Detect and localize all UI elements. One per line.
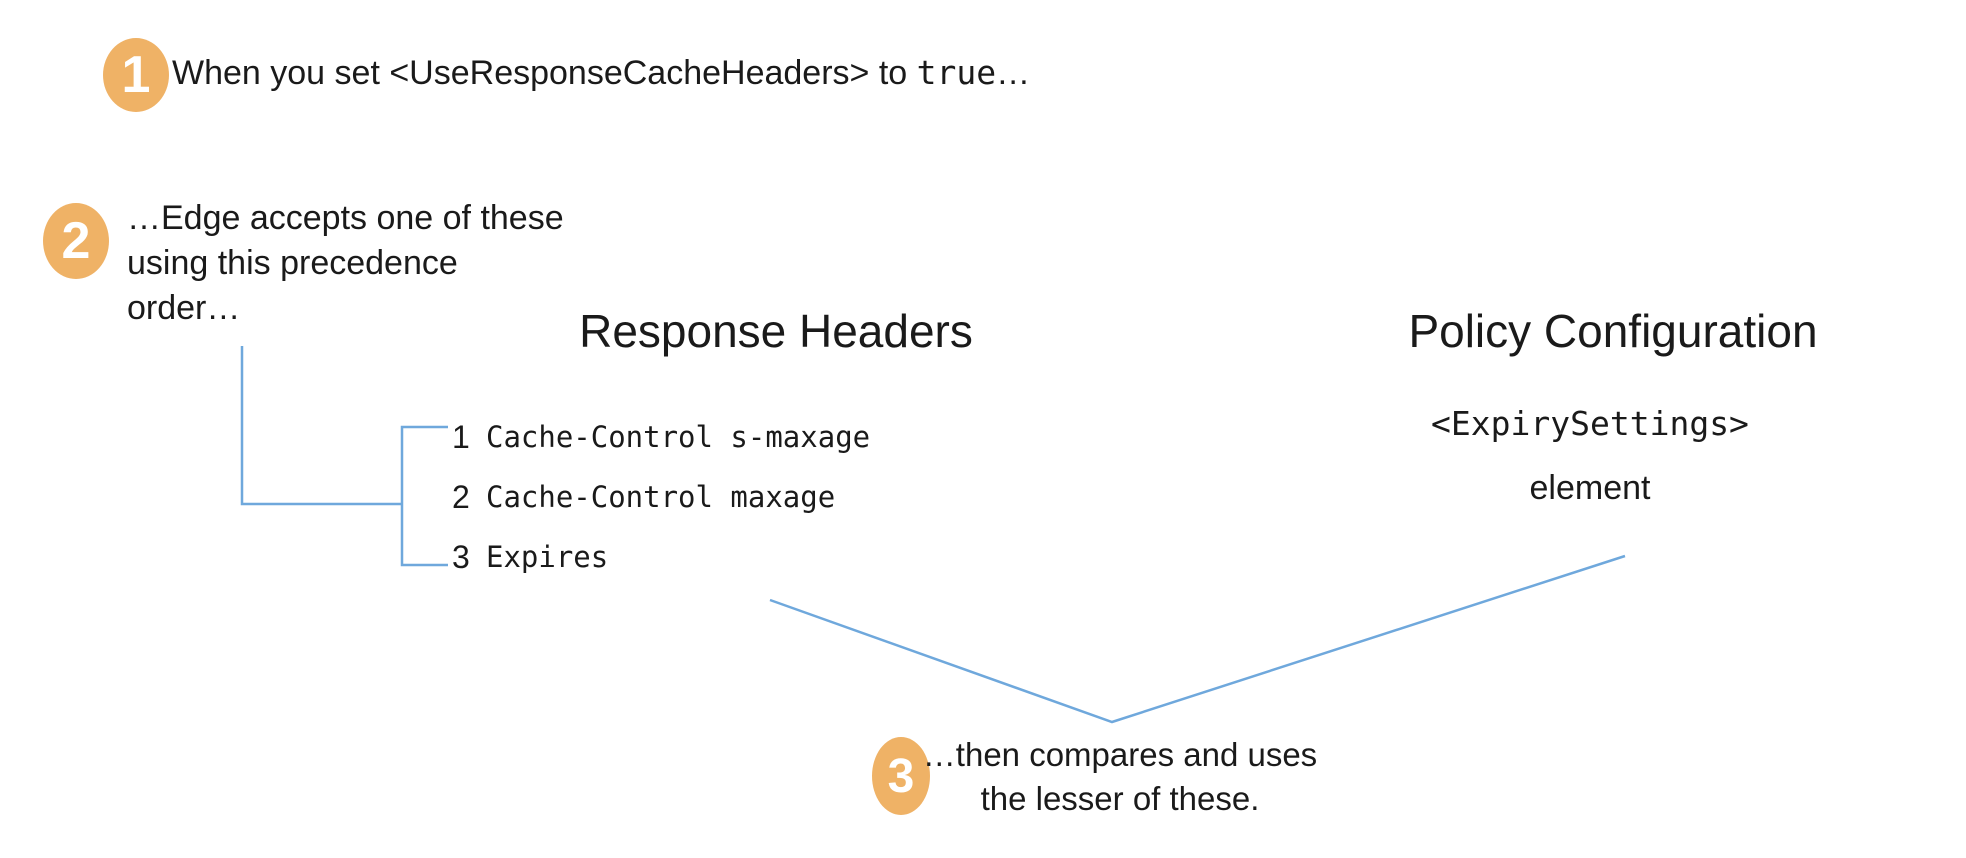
list-item-value: Cache-Control s-maxage — [486, 420, 871, 454]
list-item-value: Cache-Control maxage — [486, 480, 836, 514]
step-1-code: true — [916, 53, 997, 92]
step-1-text-before: When you set <UseResponseCacheHeaders> t… — [172, 54, 917, 92]
list-item: 1 Cache-Control s-maxage — [452, 415, 870, 459]
step-3-number: 3 — [887, 749, 915, 803]
policy-configuration-title: Policy Configuration — [1408, 305, 1818, 357]
step-2-line-1: …Edge accepts one of these — [127, 199, 564, 237]
step-1-badge: 1 — [103, 38, 169, 112]
step-1-number: 1 — [121, 46, 151, 104]
response-headers-title: Response Headers — [579, 305, 973, 357]
step-1-text-after: … — [996, 54, 1031, 92]
convergence-v-line — [769, 554, 1626, 724]
step-2-badge: 2 — [43, 203, 109, 279]
expiry-settings-caption: element — [1529, 469, 1651, 507]
step-2-line-2: using this precedence — [127, 244, 458, 282]
list-item-rank: 3 — [452, 538, 470, 575]
step-3-badge: 3 — [872, 737, 930, 815]
list-item-value: Expires — [486, 540, 609, 574]
precedence-connector-line — [240, 346, 402, 506]
list-item: 3 Expires — [452, 535, 608, 579]
step-3-line-1: …then compares and uses — [922, 736, 1318, 773]
step-3-line-2: the lesser of these. — [980, 780, 1260, 817]
header-list-bracket — [400, 425, 448, 567]
step-3-text: …then compares and uses the lesser of th… — [920, 733, 1320, 821]
step-2-text: …Edge accepts one of these using this pr… — [127, 196, 564, 331]
step-2-number: 2 — [61, 212, 91, 270]
list-item-rank: 1 — [452, 418, 470, 455]
step-1-text: When you set <UseResponseCacheHeaders> t… — [172, 50, 1030, 96]
list-item: 2 Cache-Control maxage — [452, 475, 835, 519]
step-2-line-3: order… — [127, 289, 241, 327]
expiry-settings-code: <ExpirySettings> — [1431, 404, 1749, 443]
list-item-rank: 2 — [452, 478, 470, 515]
